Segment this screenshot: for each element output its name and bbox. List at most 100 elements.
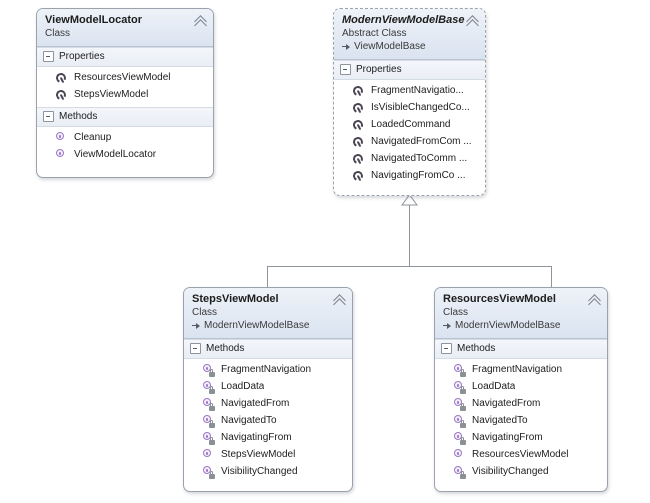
section-header-methods[interactable]: Methods [37, 107, 213, 127]
member-row[interactable]: NavigatedTo [184, 412, 352, 429]
class-box-modern-view-model-base[interactable]: ModernViewModelBase Abstract Class ViewM… [333, 8, 486, 196]
member-row[interactable]: NavigatingFromCo ... [334, 167, 485, 184]
member-row[interactable]: LoadedCommand [334, 116, 485, 133]
member-list-properties: FragmentNavigatio... IsVisibleChangedCo.… [334, 80, 485, 188]
class-kind: Class [45, 28, 71, 39]
member-label: LoadedCommand [371, 119, 451, 130]
member-label: IsVisibleChangedCo... [371, 102, 470, 113]
lock-badge-icon [460, 437, 466, 445]
method-icon [453, 398, 466, 411]
member-row[interactable]: NavigatingFrom [435, 429, 607, 446]
section-header-methods[interactable]: Methods [435, 339, 607, 359]
member-row[interactable]: LoadData [184, 378, 352, 395]
class-kind: Class [443, 307, 469, 318]
member-label: VisibilityChanged [472, 466, 549, 477]
inheritance-line-horizontal-bar [267, 266, 552, 267]
minus-box-icon[interactable] [43, 111, 54, 122]
method-icon [453, 364, 466, 377]
base-class-reference[interactable]: ModernViewModelBase [443, 319, 599, 332]
method-icon [202, 415, 215, 428]
class-name: StepsViewModel [192, 293, 279, 305]
member-label: NavigatingFrom [472, 432, 543, 443]
member-row[interactable]: StepsViewModel [184, 446, 352, 463]
member-row[interactable]: NavigatedTo [435, 412, 607, 429]
inheritance-arrowhead [401, 194, 418, 206]
wrench-icon [352, 153, 364, 165]
member-label: FragmentNavigation [472, 364, 563, 375]
class-header[interactable]: ResourcesViewModel Class ModernViewModel… [435, 288, 607, 339]
member-label: NavigatedFrom [472, 398, 541, 409]
method-icon [453, 432, 466, 445]
section-header-methods[interactable]: Methods [184, 339, 352, 359]
class-name: ViewModelLocator [45, 14, 142, 26]
minus-box-icon[interactable] [441, 343, 452, 354]
section-title: Methods [206, 343, 245, 354]
base-class-name: ModernViewModelBase [204, 320, 310, 331]
chevron-up-icon[interactable] [333, 294, 346, 311]
wrench-icon [352, 136, 364, 148]
class-header[interactable]: ModernViewModelBase Abstract Class ViewM… [334, 9, 485, 60]
class-box-view-model-locator[interactable]: ViewModelLocator Class Properties Resour… [36, 8, 214, 178]
member-label: StepsViewModel [74, 89, 149, 100]
member-row[interactable]: NavigatingFrom [184, 429, 352, 446]
base-class-reference[interactable]: ModernViewModelBase [192, 319, 344, 332]
chevron-up-icon[interactable] [194, 15, 207, 32]
lock-badge-icon [209, 386, 215, 394]
member-row[interactable]: ViewModelLocator [37, 146, 213, 163]
base-class-name: ViewModelBase [354, 41, 426, 52]
member-label: NavigatingFromCo ... [371, 170, 466, 181]
member-row[interactable]: VisibilityChanged [435, 463, 607, 480]
member-row[interactable]: ResourcesViewModel [37, 69, 213, 86]
member-row[interactable]: Cleanup [37, 129, 213, 146]
member-row[interactable]: FragmentNavigation [184, 361, 352, 378]
chevron-up-icon[interactable] [466, 15, 479, 32]
lock-badge-icon [460, 471, 466, 479]
section-title: Properties [356, 64, 402, 75]
section-header-properties[interactable]: Properties [334, 60, 485, 80]
method-icon [55, 132, 67, 144]
class-box-resources-view-model[interactable]: ResourcesViewModel Class ModernViewModel… [434, 287, 608, 492]
method-icon [453, 381, 466, 394]
base-class-reference[interactable]: ViewModelBase [342, 40, 477, 53]
member-row[interactable]: FragmentNavigatio... [334, 82, 485, 99]
wrench-icon [352, 85, 364, 97]
member-row[interactable]: NavigatedToComm ... [334, 150, 485, 167]
member-row[interactable]: NavigatedFromCom ... [334, 133, 485, 150]
member-row[interactable]: StepsViewModel [37, 86, 213, 103]
section-title: Methods [59, 111, 98, 122]
section-header-properties[interactable]: Properties [37, 47, 213, 67]
minus-box-icon[interactable] [43, 51, 54, 62]
member-row[interactable]: IsVisibleChangedCo... [334, 99, 485, 116]
member-row[interactable]: ResourcesViewModel [435, 446, 607, 463]
class-header[interactable]: StepsViewModel Class ModernViewModelBase [184, 288, 352, 339]
method-icon [453, 415, 466, 428]
member-label: LoadData [472, 381, 516, 392]
member-label: NavigatingFrom [221, 432, 292, 443]
wrench-icon [55, 72, 67, 84]
class-kind: Class [192, 307, 218, 318]
member-row[interactable]: NavigatedFrom [184, 395, 352, 412]
member-row[interactable]: NavigatedFrom [435, 395, 607, 412]
minus-box-icon[interactable] [340, 64, 351, 75]
member-list-methods: FragmentNavigation LoadData NavigatedFro… [435, 359, 607, 484]
chevron-up-icon[interactable] [588, 294, 601, 311]
member-label: ResourcesViewModel [74, 72, 171, 83]
member-row[interactable]: VisibilityChanged [184, 463, 352, 480]
inheritance-line-to-steps [267, 266, 268, 287]
class-box-steps-view-model[interactable]: StepsViewModel Class ModernViewModelBase… [183, 287, 353, 492]
method-icon [453, 449, 465, 461]
method-icon [202, 466, 215, 479]
member-label: ViewModelLocator [74, 149, 157, 160]
member-row[interactable]: FragmentNavigation [435, 361, 607, 378]
member-row[interactable]: LoadData [435, 378, 607, 395]
member-label: FragmentNavigatio... [371, 85, 464, 96]
method-icon [202, 398, 215, 411]
wrench-icon [352, 170, 364, 182]
inheritance-line-to-resources [551, 266, 552, 287]
wrench-icon [55, 89, 67, 101]
member-label: NavigatedToComm ... [371, 153, 468, 164]
member-label: StepsViewModel [221, 449, 296, 460]
class-header[interactable]: ViewModelLocator Class [37, 9, 213, 47]
minus-box-icon[interactable] [190, 343, 201, 354]
